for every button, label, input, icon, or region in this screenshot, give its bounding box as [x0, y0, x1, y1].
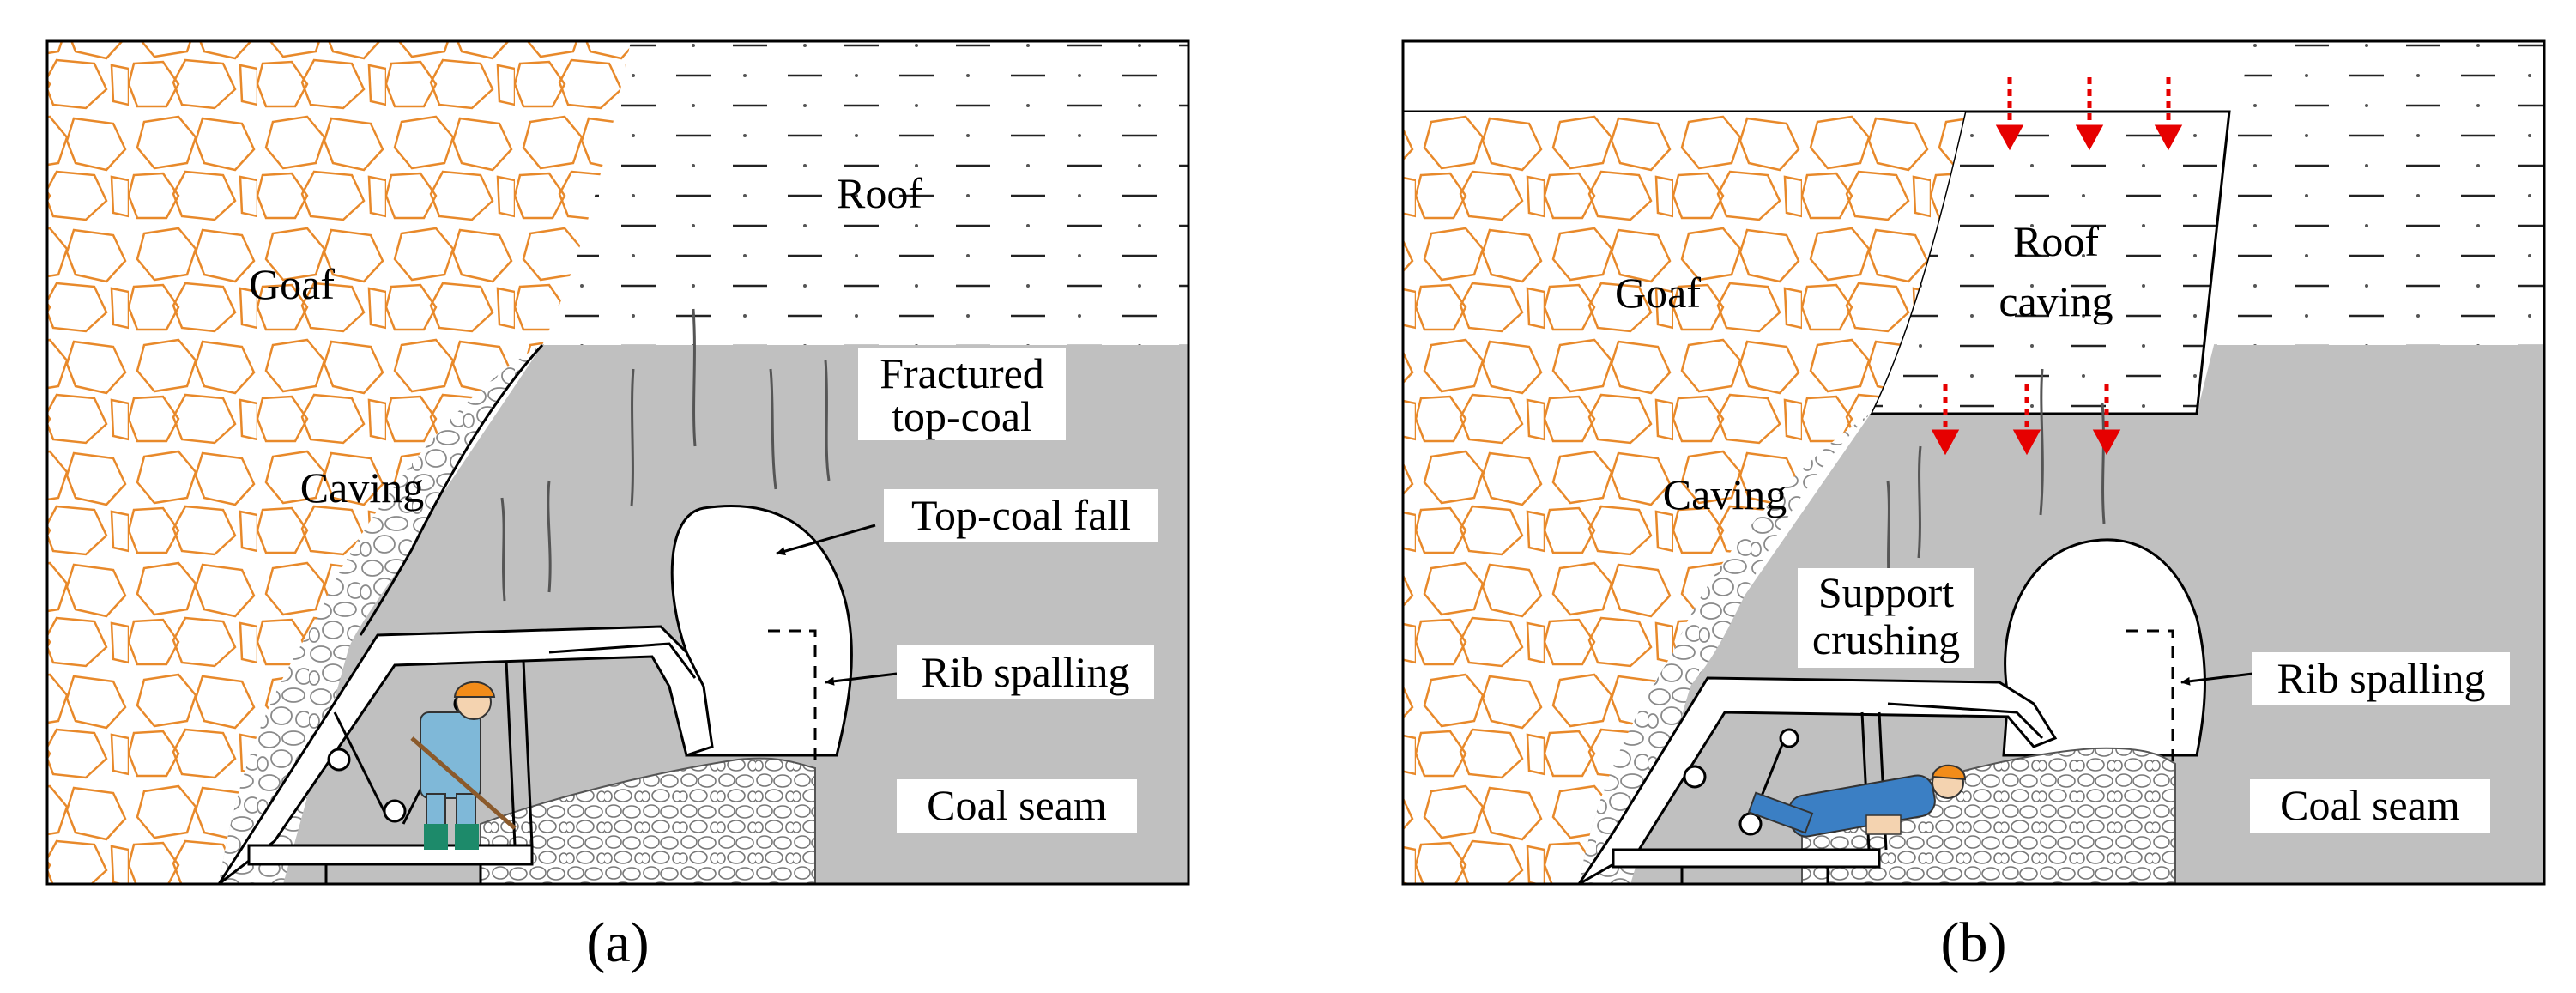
- caving-region-b: [1579, 414, 1871, 884]
- fractured-label-bg: [858, 348, 1066, 440]
- panel-b-caption: (b): [1941, 911, 2007, 974]
- arrow-rib-spalling-b: [2180, 672, 2253, 686]
- top-coal-fall-label: Top-coal fall: [911, 491, 1131, 539]
- rib-spalling-label-bg: [897, 645, 1154, 699]
- fractured-label-line2: top-coal: [892, 392, 1032, 440]
- top-coal-fall-label-bg: [884, 489, 1158, 542]
- panel-a-caption: (a): [586, 911, 649, 974]
- goaf-label-b: Goaf: [1615, 269, 1701, 317]
- fractured-label-line1: Fractured: [880, 349, 1044, 397]
- caving-region: [219, 345, 542, 884]
- roof-label: Roof: [837, 169, 922, 217]
- support-crushing-label-bg: [1798, 568, 1974, 668]
- hydraulic-support: [217, 625, 714, 886]
- panel-b-frame: [1401, 39, 2546, 886]
- caving-label: Caving: [300, 463, 424, 512]
- goaf-label: Goaf: [249, 260, 335, 308]
- top-coal-fall-cavity: [670, 505, 853, 757]
- arrow-rib-spalling-a: [825, 672, 898, 686]
- roof-caving-label-line2: caving: [1999, 277, 2113, 325]
- rib-spalling-label-b: Rib spalling: [2277, 654, 2485, 702]
- goaf-region-b: [1403, 112, 1965, 884]
- worker-standing: [410, 681, 517, 850]
- support-crushing-label-line1: Support: [1818, 568, 1954, 616]
- goaf-region: [47, 41, 631, 884]
- coal-seam-label-b: Coal seam: [2280, 781, 2460, 829]
- caving-label-b: Caving: [1663, 470, 1787, 518]
- panel-a-frame: [45, 39, 1190, 886]
- roof-region-b: [2214, 41, 2544, 345]
- roof-caving-label-line1: Roof: [2013, 217, 2099, 265]
- panel-b: Roof caving Goaf Caving Support crushing…: [1401, 39, 2546, 974]
- injured-worker: [1747, 764, 1967, 838]
- panel-a: Roof Goaf Fractured top-coal Caving Top-…: [45, 39, 1190, 974]
- crushed-support: [1577, 676, 2058, 886]
- rib-spalling-boundary-b: [2126, 629, 2174, 764]
- rib-spalling-boundary: [768, 629, 817, 764]
- rib-spalling-label: Rib spalling: [921, 648, 1129, 696]
- arrow-top-coal-fall: [776, 524, 876, 556]
- subsidence-arrows-bottom: [1931, 384, 2121, 456]
- top-coal-fall-cavity-b: [2002, 538, 2206, 757]
- coal-seam-label-b-bg: [2250, 779, 2490, 833]
- fracture-lines: [500, 308, 831, 602]
- rib-spalling-label-b-bg: [2252, 652, 2510, 705]
- displaced-strata: [1403, 41, 2248, 112]
- coal-seam-label: Coal seam: [927, 781, 1107, 829]
- support-crushing-label-line2: crushing: [1812, 615, 1960, 663]
- fallen-coal-rubble: [480, 757, 816, 885]
- subsidence-arrows-top: [1995, 77, 2183, 151]
- roof-region: [542, 41, 1188, 345]
- coal-seam-label-bg: [897, 779, 1137, 833]
